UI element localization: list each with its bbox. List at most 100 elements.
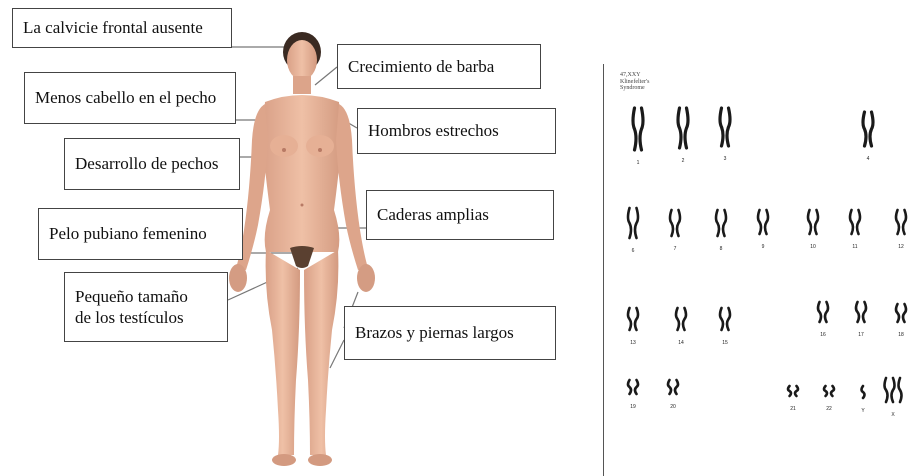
label-long-limbs: Brazos y piernas largos	[344, 306, 556, 360]
chromosome-number-17: 17	[858, 332, 864, 338]
chromosome-17-1	[856, 302, 859, 322]
left-foot	[272, 454, 296, 466]
chromosome-16-1	[818, 302, 821, 322]
chromosome-8-2	[723, 210, 726, 236]
chromosome-18-1	[896, 304, 899, 322]
label-narrow-shoulders-text: Hombros estrechos	[368, 120, 499, 141]
chromosome-21-1	[788, 386, 791, 396]
chromosome-14-2	[683, 308, 686, 330]
chromosome-number-7: 7	[674, 246, 677, 252]
chromosome-20-2	[675, 380, 678, 394]
label-small-testes-line2: de los testículos	[75, 307, 184, 328]
chromosome-20-1	[668, 380, 671, 394]
chromosome-4-2	[870, 112, 873, 146]
right-foot	[308, 454, 332, 466]
human-figure-illustration	[220, 30, 380, 470]
left-hand	[229, 264, 247, 292]
chromosome-19-1	[628, 380, 631, 394]
label-less-chest-hair-text: Menos cabello en el pecho	[35, 87, 216, 108]
chromosome-number-8: 8	[720, 246, 723, 252]
chromosome-1-1	[633, 108, 636, 150]
label-beard-growth: Crecimiento de barba	[337, 44, 541, 89]
chromosome-22-1	[824, 386, 827, 396]
chromosome-number-15: 15	[722, 340, 728, 346]
chromosome-4-1	[863, 112, 866, 146]
neck	[293, 76, 311, 94]
head	[287, 40, 317, 80]
chromosome-Y-1	[862, 386, 865, 398]
chromosome-2-2	[685, 108, 688, 148]
chromosome-10-1	[808, 210, 811, 234]
label-female-pubic-hair-text: Pelo pubiano femenino	[49, 223, 207, 244]
label-small-testes-line1: Pequeño tamaño	[75, 286, 188, 307]
chromosome-number-18: 18	[898, 332, 904, 338]
chromosome-2-1	[678, 108, 681, 148]
chromosome-19-2	[635, 380, 638, 394]
chromosome-number-16: 16	[820, 332, 826, 338]
chromosome-X-2	[892, 378, 895, 402]
chromosome-6-1	[628, 208, 631, 238]
chromosome-9-2	[765, 210, 768, 234]
chromosome-number-6: 6	[632, 248, 635, 254]
torso	[262, 95, 342, 252]
left-breast	[270, 135, 298, 157]
label-wide-hips-text: Caderas amplias	[377, 204, 489, 225]
chromosome-22-2	[831, 386, 834, 396]
chromosome-number-11: 11	[852, 244, 857, 250]
chromosome-14-1	[676, 308, 679, 330]
chromosome-13-2	[635, 308, 638, 330]
label-female-pubic-hair: Pelo pubiano femenino	[38, 208, 243, 260]
chromosome-17-2	[863, 302, 866, 322]
chromosome-1-2	[640, 108, 643, 150]
chromosome-13-1	[628, 308, 631, 330]
chromosome-6-2	[635, 208, 638, 238]
chromosome-number-10: 10	[810, 244, 816, 250]
chromosome-9-1	[758, 210, 761, 234]
chromosome-16-2	[825, 302, 828, 322]
label-wide-hips: Caderas amplias	[366, 190, 554, 240]
label-narrow-shoulders: Hombros estrechos	[357, 108, 556, 154]
label-small-testes: Pequeño tamaño de los testículos	[64, 272, 228, 342]
label-long-limbs-text: Brazos y piernas largos	[355, 322, 514, 343]
chromosome-7-1	[670, 210, 673, 236]
chromosome-number-22: 22	[826, 406, 832, 412]
chromosome-number-14: 14	[678, 340, 684, 346]
chromosome-11-2	[857, 210, 860, 234]
chromosome-7-2	[677, 210, 680, 236]
chromosome-number-9: 9	[762, 244, 765, 250]
chromosome-number-19: 19	[630, 404, 636, 410]
left-leg	[266, 250, 300, 455]
chromosome-15-1	[720, 308, 723, 330]
chromosome-number-2: 2	[682, 158, 685, 164]
chromosome-12-2	[903, 210, 906, 234]
chromosome-10-2	[815, 210, 818, 234]
right-hand	[357, 264, 375, 292]
chromosome-number-Y: Y	[861, 408, 865, 414]
chromosome-number-20: 20	[670, 404, 676, 410]
chromosome-number-3: 3	[724, 156, 727, 162]
label-breast-development: Desarrollo de pechos	[64, 138, 240, 190]
right-breast	[306, 135, 334, 157]
chromosome-number-1: 1	[637, 160, 640, 166]
chromosome-number-4: 4	[867, 156, 870, 162]
chromosome-15-2	[727, 308, 730, 330]
right-leg	[304, 250, 338, 455]
chromosome-21-2	[795, 386, 798, 396]
label-less-chest-hair: Menos cabello en el pecho	[24, 72, 236, 124]
chromosome-number-12: 12	[898, 244, 904, 250]
label-frontal-baldness: La calvicie frontal ausente	[12, 8, 232, 48]
chromosome-X-1	[885, 378, 888, 402]
label-frontal-baldness-text: La calvicie frontal ausente	[23, 17, 203, 38]
chromosome-number-13: 13	[630, 340, 636, 346]
chromosome-12-1	[896, 210, 899, 234]
chromosome-X-3	[899, 378, 902, 402]
chromosome-number-X: X	[891, 412, 895, 418]
chromosome-18-2	[903, 304, 906, 322]
label-beard-growth-text: Crecimiento de barba	[348, 56, 494, 77]
chromosome-number-21: 21	[790, 406, 796, 412]
chromosome-8-1	[716, 210, 719, 236]
chromosome-3-1	[720, 108, 723, 146]
pubic-hair	[290, 246, 314, 268]
label-breast-development-text: Desarrollo de pechos	[75, 153, 219, 174]
